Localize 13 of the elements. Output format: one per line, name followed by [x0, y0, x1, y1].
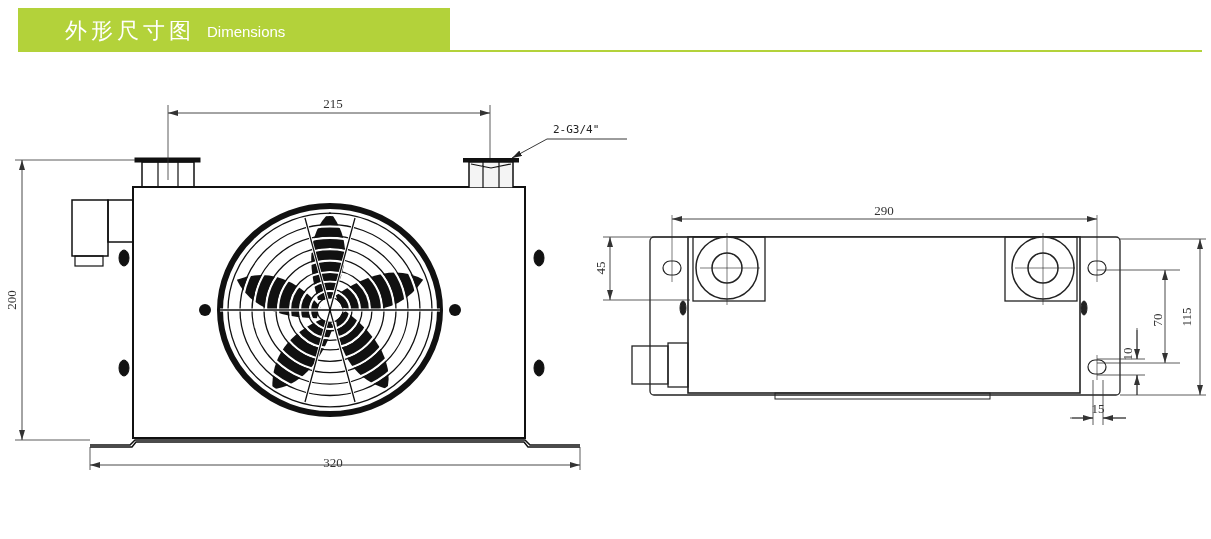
diagram-title: 外形尺寸图 — [65, 16, 195, 45]
dimension-label: 320 — [323, 456, 343, 470]
dimension-label: 70 — [1151, 313, 1165, 327]
dimension-label: 290 — [874, 204, 894, 218]
dimension-label: 45 — [594, 261, 608, 275]
dimension-label: 200 — [5, 290, 19, 310]
port-fitting-drawing — [463, 158, 519, 188]
title-subtitle: Dimensions — [207, 21, 286, 42]
dimension-label: 115 — [1180, 307, 1194, 327]
dimension-label: 10 — [1121, 347, 1135, 361]
callout-label: 2-G3/4" — [553, 121, 627, 138]
dimension-label: 215 — [323, 97, 343, 111]
dimension-label: 15 — [1091, 402, 1105, 416]
